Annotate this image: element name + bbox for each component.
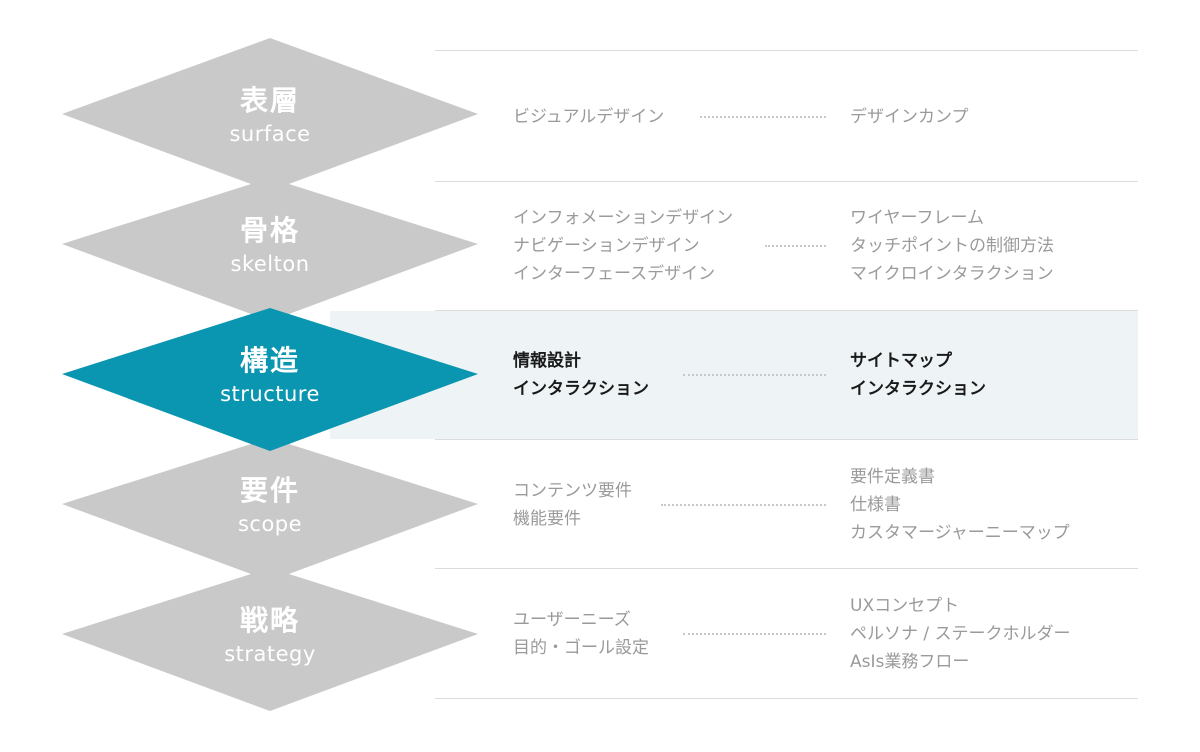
diamond-surface (62, 38, 478, 191)
diamond-strategy (62, 568, 478, 711)
activity-item: 目的・ゴール設定 (513, 638, 649, 658)
diamond-scope (62, 438, 478, 581)
deliverables-scope: 要件定義書 仕様書 カスタマージャーニーマップ (850, 463, 1070, 547)
deliverable-item: サイトマップ (850, 351, 952, 371)
deliverable-item: 要件定義書 (850, 467, 935, 487)
row-divider (435, 439, 1138, 440)
connector-scope (661, 504, 826, 506)
deliverable-item: UXコンセプト (850, 596, 960, 616)
connector-structure (683, 374, 826, 376)
row-divider (435, 698, 1138, 699)
activities-surface: ビジュアルデザイン (513, 103, 664, 131)
activity-item: ユーザーニーズ (513, 610, 631, 630)
deliverable-item: カスタマージャーニーマップ (850, 523, 1070, 543)
deliverables-structure: サイトマップ インタラクション (850, 347, 986, 403)
connector-strategy (683, 633, 826, 635)
deliverable-item: 仕様書 (850, 495, 901, 515)
row-divider (435, 50, 1138, 51)
deliverable-item: マイクロインタラクション (850, 264, 1054, 284)
activity-item: 情報設計 (513, 351, 581, 371)
deliverable-item: ペルソナ / ステークホルダー (850, 624, 1071, 644)
diamond-structure (62, 308, 478, 451)
activity-item: 機能要件 (513, 509, 581, 529)
activity-item: ビジュアルデザイン (513, 107, 665, 127)
activities-scope: コンテンツ要件 機能要件 (513, 477, 632, 533)
deliverable-item: AsIs業務フロー (850, 652, 970, 672)
activity-item: コンテンツ要件 (513, 481, 632, 501)
activity-item: インタラクション (513, 379, 649, 399)
activities-structure: 情報設計 インタラクション (513, 347, 649, 403)
deliverable-item: インタラクション (850, 379, 986, 399)
row-divider (435, 181, 1138, 182)
activities-strategy: ユーザーニーズ 目的・ゴール設定 (513, 606, 649, 662)
activity-item: ナビゲーションデザイン (513, 236, 700, 256)
deliverable-item: タッチポイントの制御方法 (850, 236, 1054, 256)
deliverable-item: デザインカンプ (850, 107, 969, 127)
connector-surface (700, 116, 826, 118)
row-divider (435, 568, 1138, 569)
activity-item: インフォメーションデザイン (513, 208, 734, 228)
deliverables-skelton: ワイヤーフレーム タッチポイントの制御方法 マイクロインタラクション (850, 204, 1054, 288)
deliverable-item: ワイヤーフレーム (850, 208, 984, 228)
diamond-skelton (62, 178, 478, 321)
deliverables-surface: デザインカンプ (850, 103, 969, 131)
deliverables-strategy: UXコンセプト ペルソナ / ステークホルダー AsIs業務フロー (850, 592, 1071, 676)
connector-skelton (765, 245, 826, 247)
activities-skelton: インフォメーションデザイン ナビゲーションデザイン インターフェースデザイン (513, 204, 733, 288)
activity-item: インターフェースデザイン (513, 264, 716, 284)
row-divider (435, 310, 1138, 311)
